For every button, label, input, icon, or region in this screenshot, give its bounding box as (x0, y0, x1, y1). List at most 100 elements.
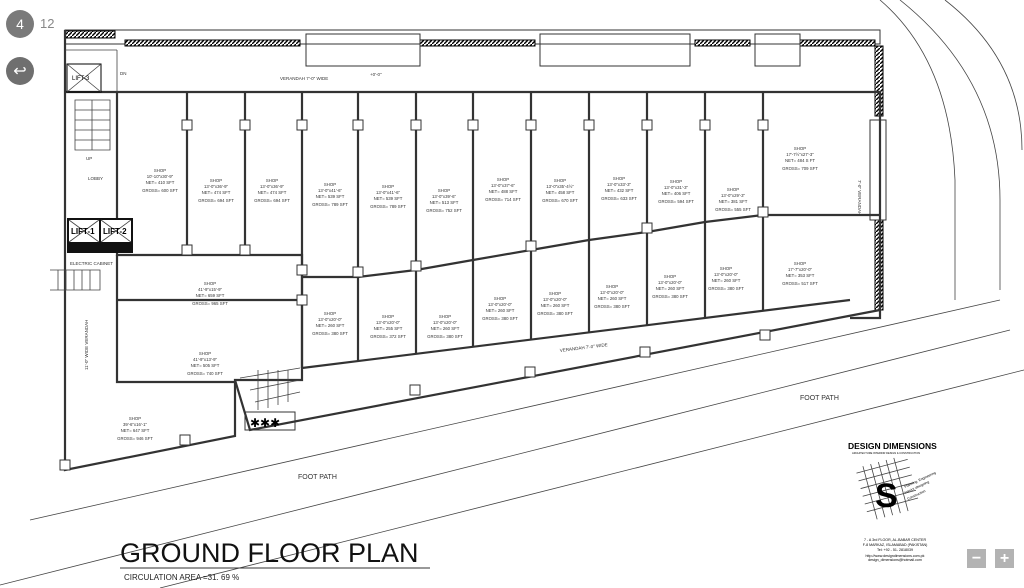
shop-gross: GROSS= 709 SFT (782, 166, 818, 171)
shop-net: NET= 513 SFT (430, 200, 459, 205)
shop-gross: GROSS= 714 SFT (485, 197, 521, 202)
shop-gross: GROSS= 380 SFT (652, 294, 688, 299)
shop-gross: GROSS= 633 SFT (601, 196, 637, 201)
shop-net: NET= 260 SFT (431, 326, 460, 331)
shop-size: 39'-6"x16'-1" (123, 422, 148, 427)
shop-gross: GROSS= 752 SFT (426, 208, 462, 213)
shop-name: SHOP (199, 351, 211, 356)
shop-gross: GROSS= 594 SFT (658, 199, 694, 204)
shop-net: NET= 488 SFT (489, 189, 518, 194)
shop-size: 17'-7½"x27'-3" (786, 152, 814, 157)
shop-net: NET= 505 SFT (191, 363, 220, 368)
total-pages: 12 (40, 16, 55, 31)
shop-name: SHOP (554, 178, 566, 183)
logo-s-icon: S (875, 477, 898, 515)
shop-gross: GROSS= 380 SFT (537, 311, 573, 316)
shop-net: NET= 484 S FT (785, 158, 815, 163)
shop-name: SHOP (324, 182, 336, 187)
shop-name: SHOP (727, 187, 739, 192)
shop-net: NET= 474 SFT (202, 190, 231, 195)
shop-gross: GROSS= 600 SFT (142, 188, 178, 193)
plan-title: GROUND FLOOR PLAN (120, 538, 419, 568)
shop-name: SHOP (494, 296, 506, 301)
shop-net: NET= 260 SFT (656, 286, 685, 291)
firm-tagline: ARCHITECTURE INTERIOR DESIGN & CONSTRUCT… (852, 451, 920, 455)
shop-gross: GROSS= 670 SFT (542, 198, 578, 203)
shop-size: 13'-0"x20'-0" (318, 317, 343, 322)
shop-net: NET= 381 SFT (719, 199, 748, 204)
shop-size: 13'-0"x36'-9" (204, 184, 229, 189)
lift-2-label: LIFT-2 (103, 227, 127, 236)
firm-logo: DESIGN DIMENSIONS ARCHITECTURE INTERIOR … (848, 441, 937, 562)
firm-email: design_dimensions@hotmail.com (868, 558, 922, 562)
lobby-label: LOBBY (88, 176, 103, 181)
shop-gross: GROSS= 740 SFT (187, 371, 223, 376)
zoom-in-button[interactable]: + (995, 549, 1014, 568)
columns (59, 119, 771, 471)
plant-icon: ✱✱✱ (250, 416, 280, 430)
shop-name: SHOP (382, 314, 394, 319)
zoom-out-button[interactable]: − (967, 549, 986, 568)
shop-size: 13'-0"x33'-3" (607, 182, 632, 187)
service-3: Construction (907, 489, 927, 501)
shop-gross: GROSS= 789 SFT (370, 204, 406, 209)
shop-name: SHOP (204, 281, 216, 286)
shop-net: NET= 255 SFT (374, 326, 403, 331)
firm-tel: Tel: +92 - 51- 2818039 (877, 548, 913, 552)
shop-gross: GROSS= 965 SFT (192, 301, 228, 306)
shop-name: SHOP (794, 146, 806, 151)
shop-size: 13'-0"x37'-6" (491, 183, 516, 188)
shop-gross: GROSS= 380 SFT (427, 334, 463, 339)
shop-name: SHOP (549, 291, 561, 296)
lift-1-label: LIFT-1 (71, 227, 95, 236)
shop-name: SHOP (129, 416, 141, 421)
shop-gross: GROSS= 380 SFT (312, 331, 348, 336)
shop-net: NET= 539 SFT (316, 194, 345, 199)
shop-size: 13'-0"x20'-0" (714, 272, 739, 277)
shop-gross: GROSS= 372 SFT (370, 334, 406, 339)
shop-net: NET= 406 SFT (662, 191, 691, 196)
electric-cabinet-label: ELECTRIC CABINET (70, 261, 113, 266)
verandah-left-label: 11'-0" WIDE VERANDAH (84, 320, 89, 370)
shop-net: NET= 474 SFT (258, 190, 287, 195)
shop-net: NET= 353 SFT (786, 273, 815, 278)
shop-gross: GROSS= 694 SFT (198, 198, 234, 203)
firm-web: http://www.designdimensions.com.pk (866, 554, 925, 558)
shop-name: SHOP (670, 179, 682, 184)
back-button[interactable]: ↩ (6, 57, 34, 85)
shop-size: 13'-0"x20'-0" (488, 302, 513, 307)
circulation-area: CIRCULATION AREA =31. 69 % (124, 573, 239, 582)
shop-name: SHOP (497, 177, 509, 182)
core: ✱✱✱ (50, 63, 301, 431)
shop-size: 13'-0"x20'-0" (543, 297, 568, 302)
shop-name: SHOP (613, 176, 625, 181)
shop-gross: GROSS= 789 SFT (312, 202, 348, 207)
shop-net: NET= 539 SFT (374, 196, 403, 201)
level-marker: +0'-0" (370, 72, 382, 77)
verandah-right-label: 7'-0" VERANDAH (857, 180, 862, 215)
shop-name: SHOP (664, 274, 676, 279)
lift-3-label: LIFT-3 (72, 76, 90, 82)
shop-net: NET= 260 SFT (316, 323, 345, 328)
back-arrow-icon: ↩ (13, 63, 27, 80)
shop-name: SHOP (154, 168, 166, 173)
